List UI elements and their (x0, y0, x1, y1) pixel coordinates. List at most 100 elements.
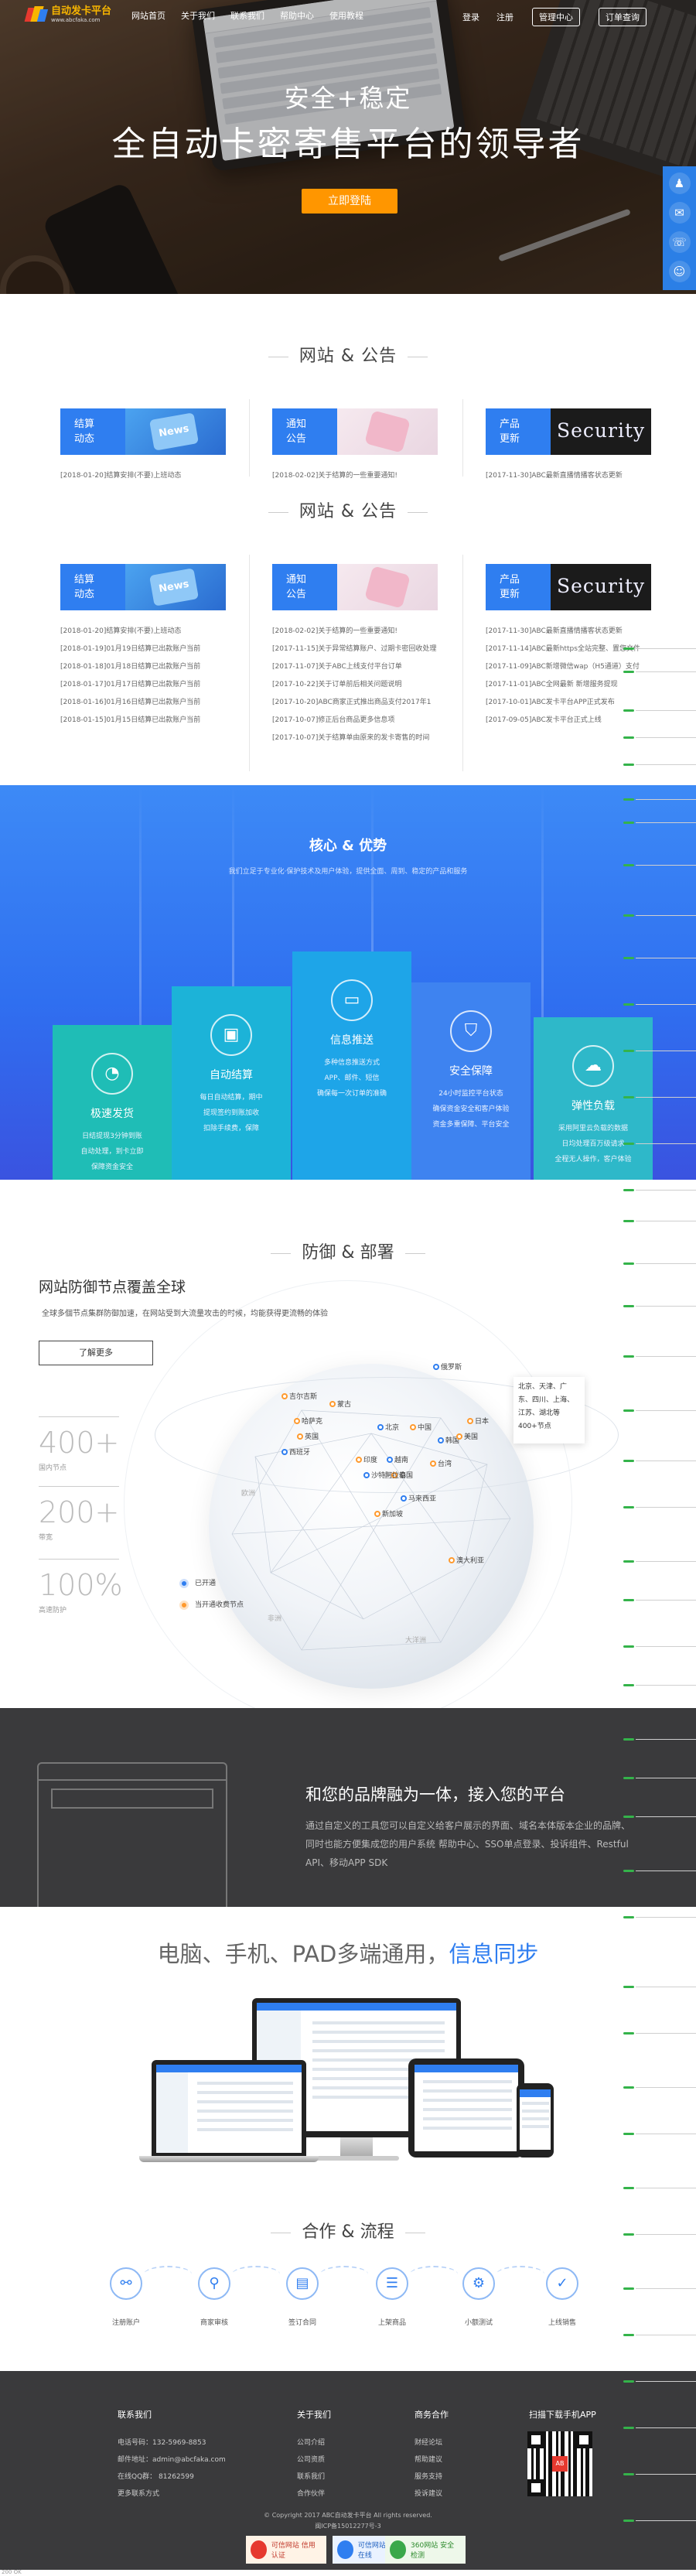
news-item[interactable]: [2018-01-16]01月16日结算已出款账户当前 (60, 699, 201, 706)
news-item[interactable]: [2018-01-18]01月18日结算已出款账户当前 (60, 663, 201, 671)
news-item[interactable]: [2018-01-20]结算安排(不要)上班动态 (60, 627, 182, 635)
trust-badge-3[interactable]: 360网站 安全检测 (385, 2536, 466, 2564)
core-advantages-section: 核心 & 优势 我们立足于专业化·保护技术及用户体验，提供全面、周到、稳定的产品… (0, 785, 696, 1180)
news-item[interactable]: [2017-10-07]关于结算单由原来的发卡寄售的时间 (272, 734, 430, 742)
news-card-notice[interactable]: 通知 公告 (272, 564, 438, 610)
node-marker[interactable]: 日本 (467, 1416, 489, 1426)
news-item[interactable]: [2018-01-17]01月17日结算已出款账户当前 (60, 681, 201, 688)
news-card-settlement[interactable]: 结算 动态 News (60, 564, 226, 610)
chat-icon[interactable]: ✉ (668, 202, 691, 224)
core-item-1: ◔极速发货日结提现3分钟到账自动处理，到卡立即保障资金安全 (53, 1025, 172, 1180)
news-item[interactable]: [2017-11-15]关于异常结算账户、过期卡密回收处理 (272, 645, 437, 653)
news-item[interactable]: [2018-02-02]关于结算的一些重要通知! (272, 472, 397, 480)
nav-tutorial[interactable]: 使用教程 (329, 11, 363, 21)
process-connector (144, 2266, 192, 2283)
news-column-notice: 通知 公告 [2018-02-02]关于结算的一些重要通知! (272, 408, 438, 485)
news-column-settlement: 结算 动态 News [2018-01-20]结算安排(不要)上班动态 [201… (60, 564, 226, 729)
node-marker[interactable]: 泰国 (391, 1470, 413, 1480)
nav-about[interactable]: 关于我们 (181, 11, 215, 21)
news-item[interactable]: [2017-11-30]ABC最新直播情播客状态更新 (486, 472, 623, 480)
nav-contact[interactable]: 联系我们 (230, 11, 264, 21)
globe-network-lines (231, 1409, 511, 1651)
qq-icon[interactable]: ♟ (668, 173, 691, 194)
node-marker[interactable]: 韩国 (438, 1435, 459, 1445)
news-card-product[interactable]: 产品 更新 Security (486, 408, 651, 455)
footer-link[interactable]: 服务支持 (415, 2473, 443, 2481)
news-item[interactable]: [2017-11-01]ABC全网最新 新增服务提现 (486, 681, 618, 688)
nav-help[interactable]: 帮助中心 (280, 11, 314, 21)
news-card-label: 产品 更新 (486, 564, 551, 610)
register-link[interactable]: 注册 (496, 12, 513, 22)
node-dot-icon (294, 1417, 300, 1424)
news-item[interactable]: [2018-01-19]01月19日结算已出款账户当前 (60, 645, 201, 653)
news-card-product[interactable]: 产品 更新 Security (486, 564, 651, 610)
news-card-label: 结算 动态 (60, 408, 125, 455)
news-item[interactable]: [2017-11-09]ABC新增微信wap（H5通道）支付 (486, 663, 640, 671)
node-marker[interactable]: 沙特阿拉伯 (363, 1470, 406, 1480)
wechat-icon[interactable]: ☺ (668, 261, 691, 282)
node-marker[interactable]: 英国 (297, 1431, 319, 1441)
news-item[interactable]: [2018-02-02]关于结算的一些重要通知! (272, 627, 397, 635)
process-step-2: ⚲商家审核 (172, 2267, 257, 2327)
news-item[interactable]: [2017-10-01]ABC发卡平台APP正式发布 (486, 699, 615, 706)
footer-link[interactable]: 帮助建议 (415, 2456, 443, 2464)
footer-more-contact[interactable]: 更多联系方式 (118, 2490, 160, 2498)
footer-link[interactable]: 合作伙伴 (297, 2490, 326, 2498)
footer-about: 关于我们 公司介绍 公司资质 联系我们 合作伙伴 (297, 2407, 331, 2503)
news-item[interactable]: [2017-10-20]ABC商家正式推出商品支付2017年1 (272, 699, 432, 706)
node-marker[interactable]: 越南 (387, 1454, 408, 1464)
node-marker[interactable]: 新加坡 (374, 1508, 403, 1519)
news-item[interactable]: [2017-11-07]关于ABC上线支付平台订单 (272, 663, 402, 671)
footer-link[interactable]: 财经论坛 (415, 2439, 443, 2447)
site-logo[interactable]: 自动发卡平台 www.abcfaka.com (24, 5, 111, 25)
node-marker[interactable]: 美国 (456, 1431, 478, 1441)
node-dot-icon (363, 1471, 370, 1478)
node-marker[interactable]: 印度 (356, 1454, 377, 1464)
process-step-5: ⚙小额测试 (436, 2267, 521, 2327)
nav-home[interactable]: 网站首页 (131, 11, 165, 21)
node-marker[interactable]: 中国 (410, 1422, 432, 1432)
login-now-button[interactable]: 立即登陆 (302, 189, 397, 214)
node-marker[interactable]: 马来西亚 (401, 1493, 436, 1503)
node-marker[interactable]: 北京 (377, 1422, 399, 1432)
node-dot-icon (281, 1448, 288, 1455)
node-marker[interactable]: 俄罗斯 (433, 1361, 462, 1372)
footer-email[interactable]: 邮件地址：admin@abcfaka.com (118, 2456, 226, 2464)
admin-center-button[interactable]: 管理中心 (532, 8, 580, 26)
node-dot-icon (297, 1433, 303, 1440)
node-marker[interactable]: 澳大利亚 (449, 1555, 484, 1565)
news-item[interactable]: [2017-11-30]ABC最新直播情播客状态更新 (486, 627, 623, 635)
trust-badge-1[interactable]: 可信网站 信用认证 (246, 2536, 326, 2564)
news-card-settlement[interactable]: 结算 动态 News (60, 408, 226, 455)
footer-qq-group[interactable]: 在线QQ群： 81262599 (118, 2473, 194, 2481)
footer-link[interactable]: 公司资质 (297, 2456, 326, 2464)
news-item[interactable]: [2017-11-14]ABC最新https全站完整、置您文件 (486, 645, 640, 653)
news-thumbnail-image: News (125, 408, 226, 455)
node-dot-icon (356, 1456, 362, 1463)
brand-integration-section: 和您的品牌融为一体，接入您的平台 通过自定义的工具您可以自定义给客户展示的界面、… (0, 1708, 696, 1907)
node-marker[interactable]: 吉尔吉斯 (281, 1391, 317, 1401)
login-link[interactable]: 登录 (462, 12, 479, 22)
defense-description: 全球多個节点集群防御加速，在网站受到大流量攻击的时候，均能获得更流畅的体验 (42, 1310, 328, 1318)
badge-icon (337, 2540, 353, 2559)
node-marker[interactable]: 蒙古 (329, 1399, 351, 1409)
node-marker[interactable]: 哈萨克 (294, 1416, 322, 1426)
footer-link[interactable]: 投诉建议 (415, 2490, 443, 2498)
learn-more-button[interactable]: 了解更多 (39, 1341, 153, 1365)
footer-link[interactable]: 公司介绍 (297, 2439, 326, 2447)
news-item[interactable]: [2017-10-22]关于订单前后相关问题说明 (272, 681, 402, 688)
footer-link[interactable]: 联系我们 (297, 2473, 326, 2481)
brand-description: 通过自定义的工具您可以自定义给客户展示的界面、域名本体版本企业的品牌、同时也能方… (305, 1820, 631, 1868)
cloud-icon: ☁ (572, 1045, 614, 1087)
phone-icon[interactable]: ☏ (668, 231, 691, 253)
news-item[interactable]: [2018-01-15]01月15日结算已出款账户当前 (60, 716, 201, 724)
order-query-button[interactable]: 订单查询 (599, 8, 647, 26)
logo-mark-icon (24, 5, 49, 25)
node-marker[interactable]: 西班牙 (281, 1447, 310, 1457)
process-connector (496, 2266, 544, 2283)
news-card-notice[interactable]: 通知 公告 (272, 408, 438, 455)
news-item[interactable]: [2017-10-07]修正后台商品更多信息项 (272, 716, 395, 724)
news-item[interactable]: [2017-09-05]ABC发卡平台正式上线 (486, 716, 602, 724)
node-marker[interactable]: 台湾 (430, 1458, 452, 1468)
news-item[interactable]: [2018-01-20]结算安排(不要)上班动态 (60, 472, 182, 480)
